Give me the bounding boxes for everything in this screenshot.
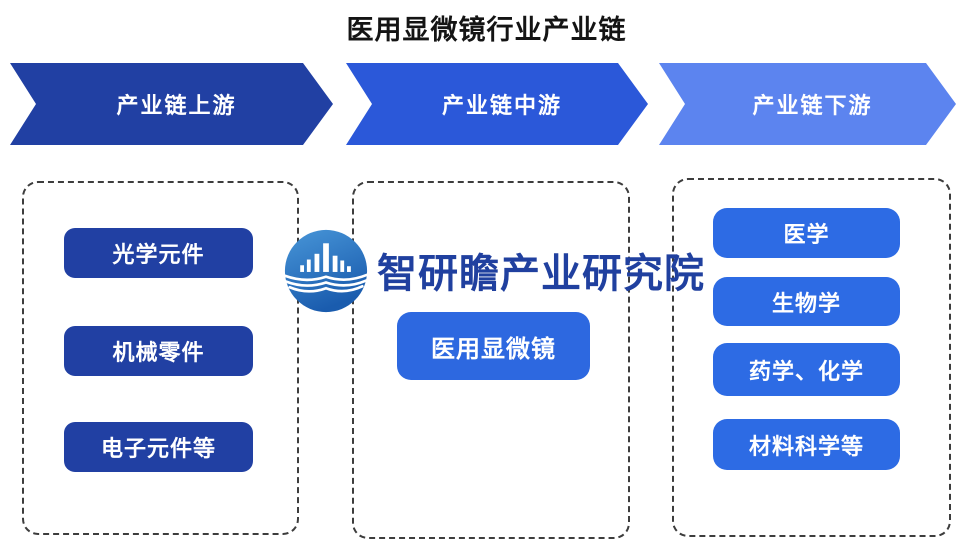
header-arrow-midstream-label: 产业链中游 xyxy=(441,93,562,118)
header-arrow-downstream: 产业链下游 xyxy=(659,63,956,145)
header-arrow-midstream: 产业链中游 xyxy=(346,63,648,145)
node-pharmacy-chemistry: 药学、化学 xyxy=(713,343,900,396)
midstream-group-box xyxy=(352,181,630,539)
diagram-title: 医用显微镜行业产业链 xyxy=(346,15,627,45)
node-optical-components: 光学元件 xyxy=(64,228,253,278)
header-arrow-upstream: 产业链上游 xyxy=(10,63,333,145)
upstream-group-box xyxy=(22,181,299,535)
node-medical-microscope: 医用显微镜 xyxy=(397,312,590,380)
node-biology: 生物学 xyxy=(713,277,900,326)
node-medicine: 医学 xyxy=(713,208,900,258)
header-arrow-upstream-label: 产业链上游 xyxy=(116,93,237,118)
header-arrow-downstream-label: 产业链下游 xyxy=(752,93,873,118)
node-materials-science: 材料科学等 xyxy=(713,419,900,470)
node-electronic-components: 电子元件等 xyxy=(64,422,253,472)
node-mechanical-parts: 机械零件 xyxy=(64,326,253,376)
downstream-group-box xyxy=(672,178,951,537)
